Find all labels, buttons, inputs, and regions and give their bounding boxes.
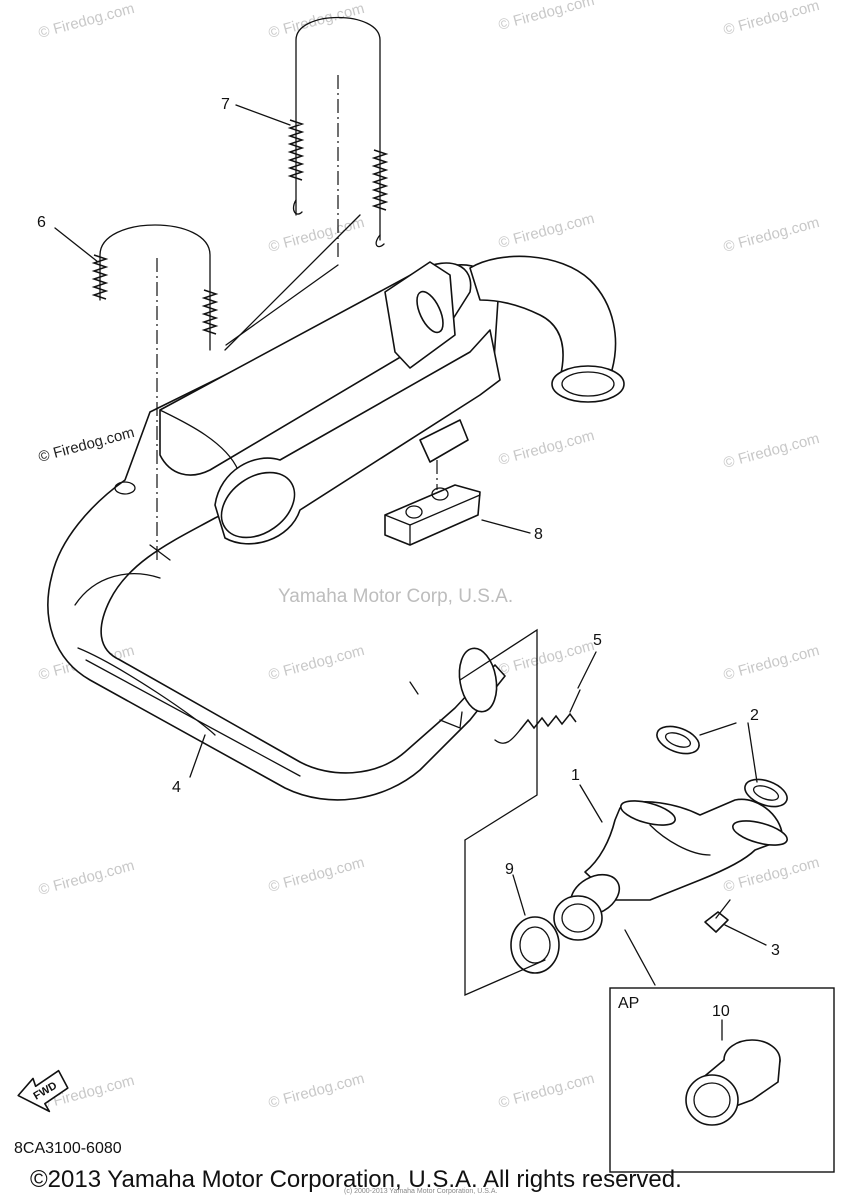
watermark: © Firedog.com [37, 0, 137, 42]
callout-1: 1 [571, 767, 580, 784]
callout-7: 7 [221, 96, 230, 113]
exhaust-manifold [553, 798, 788, 941]
copyright: ©2013 Yamaha Motor Corporation, U.S.A. A… [30, 1166, 682, 1193]
watermark: © Firedog.com [497, 1070, 597, 1112]
watermark: © Firedog.com [267, 214, 367, 256]
fwd-arrow-icon: FWD [17, 1069, 69, 1113]
watermark-layer: © Firedog.com © Firedog.com © Firedog.co… [37, 0, 822, 1114]
part-code: 8CA3100-6080 [14, 1140, 122, 1157]
callout-3: 3 [771, 942, 780, 959]
callout-8: 8 [534, 526, 543, 543]
callout-5: 5 [593, 632, 602, 649]
hook-spring-left [91, 224, 219, 351]
alignment-lines [54, 75, 767, 996]
callout-10: 10 [712, 1003, 730, 1020]
callout-layer: 1 2 3 4 5 6 7 8 9 10 [37, 96, 780, 1020]
tiny-credit: (c) 2000-2013 Yamaha Motor Corporation, … [344, 1188, 498, 1195]
spring [494, 689, 581, 744]
gaskets [656, 725, 788, 808]
watermark: © Firedog.com [37, 424, 137, 466]
watermark: © Firedog.com [37, 857, 137, 899]
watermark: © Firedog.com [497, 637, 597, 679]
center-credit: Yamaha Motor Corp, U.S.A. [278, 586, 513, 607]
watermark: © Firedog.com [722, 430, 822, 472]
watermark: © Firedog.com [722, 0, 822, 39]
joint-ring [510, 916, 560, 974]
watermark: © Firedog.com [267, 854, 367, 896]
watermark: © Firedog.com [497, 0, 597, 34]
watermark: © Firedog.com [267, 1070, 367, 1112]
callout-2: 2 [750, 707, 759, 724]
watermark: © Firedog.com [497, 427, 597, 469]
bolt [704, 899, 731, 933]
hook-spring-upper [287, 16, 389, 248]
watermark: © Firedog.com [722, 642, 822, 684]
watermark: © Firedog.com [722, 214, 822, 256]
inset-box: AP [609, 987, 835, 1173]
muffler-assembly [47, 255, 625, 801]
callout-6: 6 [37, 214, 46, 231]
rubber-mount [384, 484, 481, 546]
callout-9: 9 [505, 861, 514, 878]
watermark: © Firedog.com [497, 210, 597, 252]
callout-4: 4 [172, 779, 181, 796]
watermark: © Firedog.com [267, 642, 367, 684]
inset-label: AP [618, 995, 639, 1012]
